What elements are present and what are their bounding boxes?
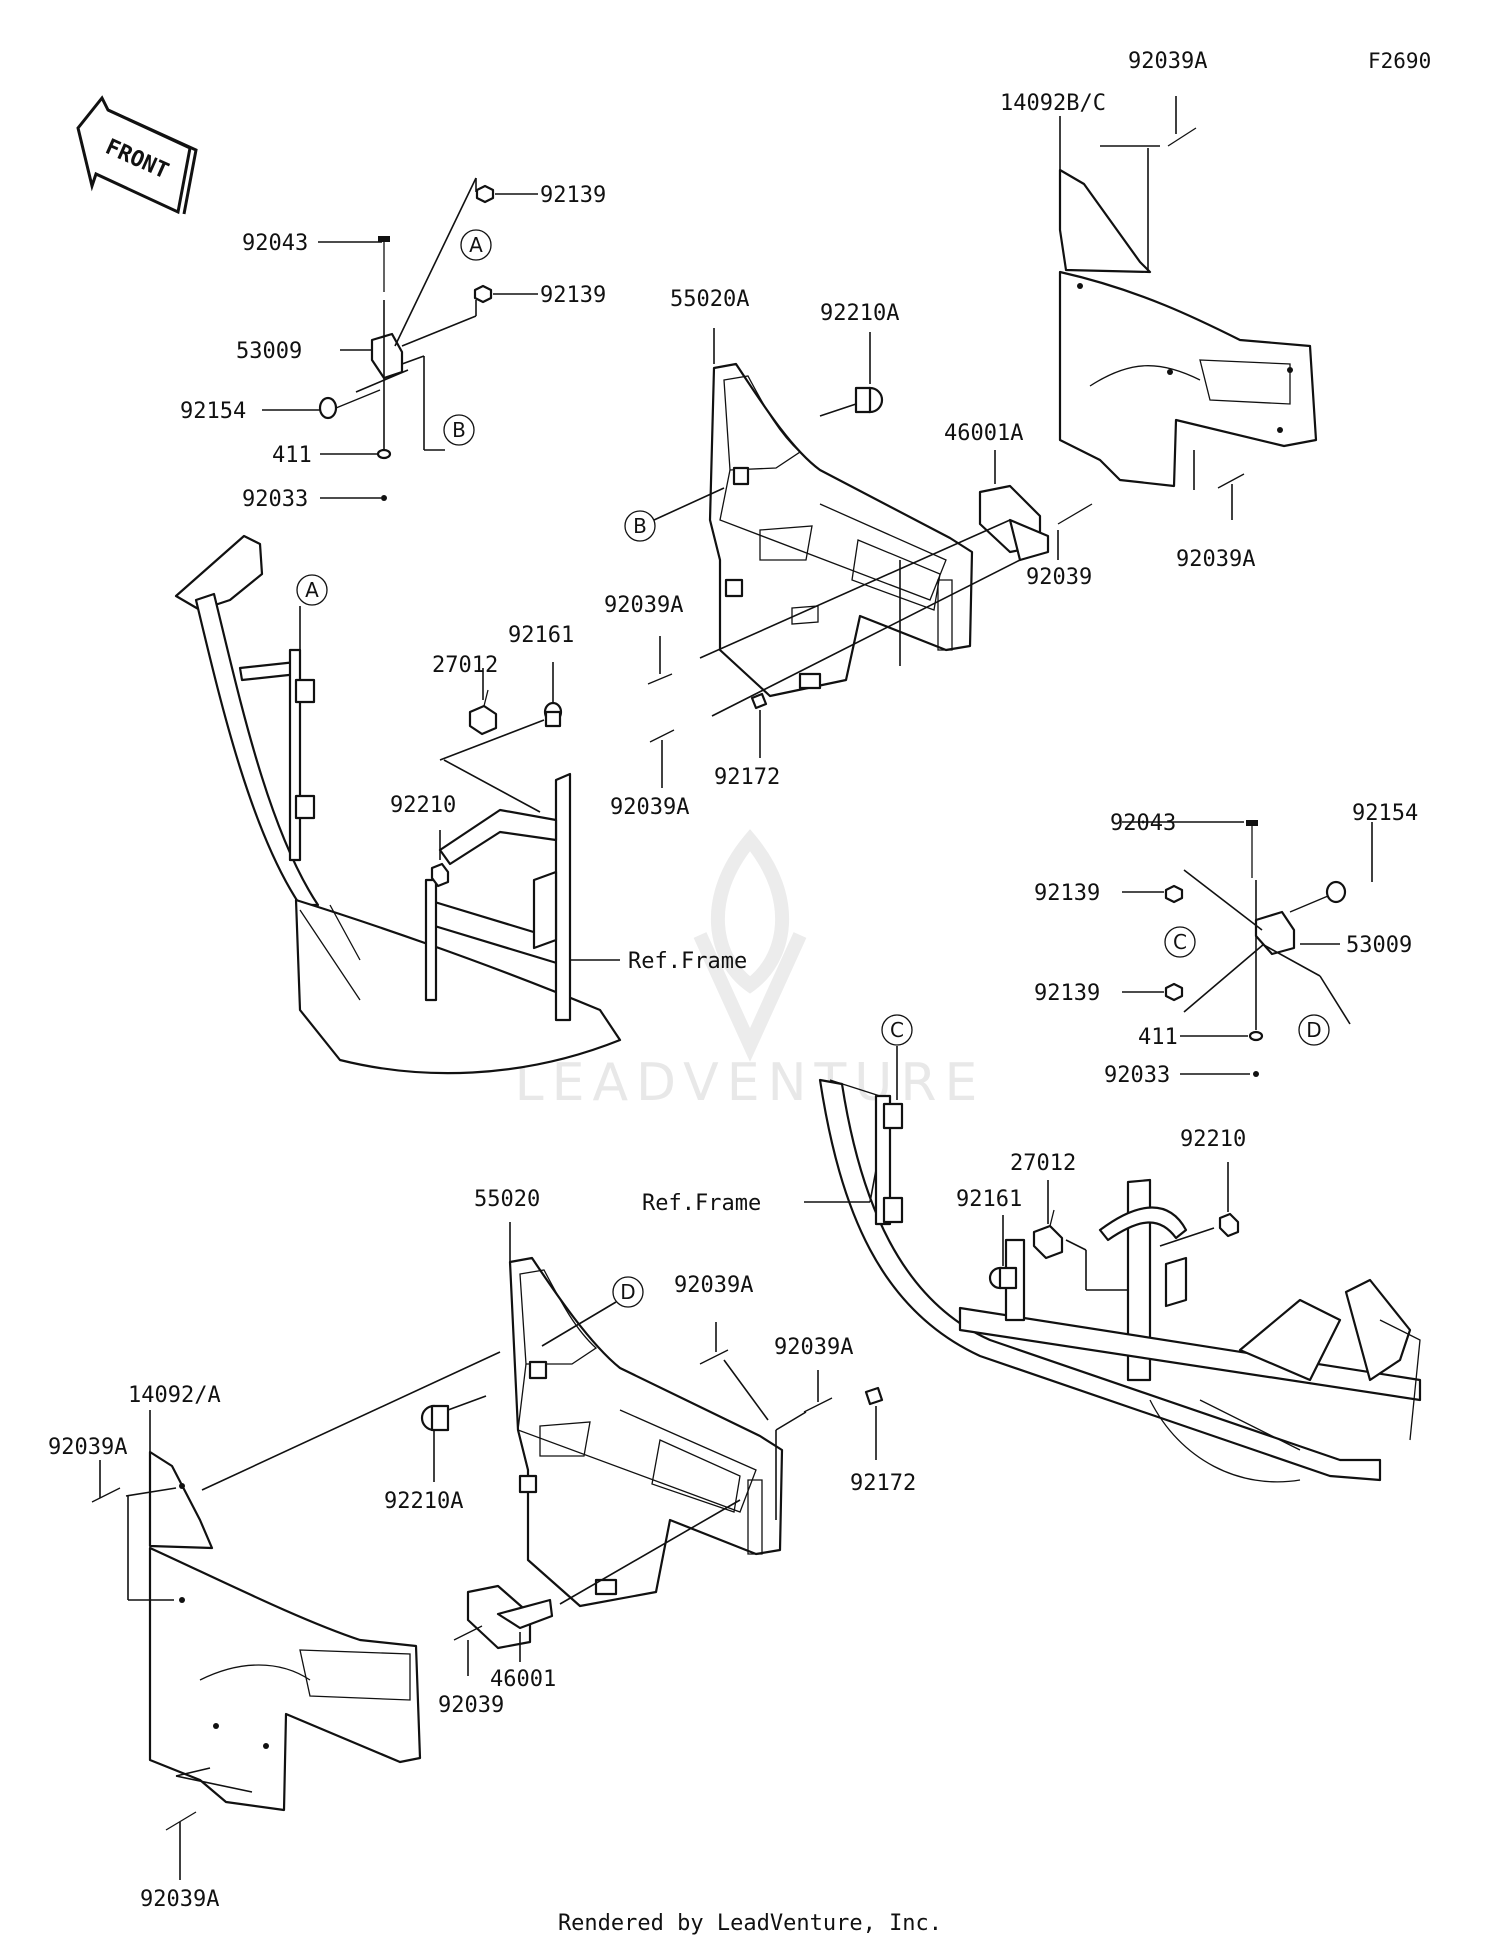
- svg-text:A: A: [469, 233, 483, 257]
- svg-text:C: C: [890, 1018, 904, 1042]
- figure-code: F2690: [1368, 49, 1431, 73]
- part-label: 92139: [1034, 881, 1100, 906]
- part-label: 92210: [390, 793, 456, 818]
- door-panel-bottom: D: [420, 1222, 784, 1608]
- part-label: 92043: [242, 231, 308, 256]
- part-label: 14092/A: [128, 1383, 221, 1408]
- part-label: 92039A: [674, 1273, 753, 1298]
- part-label: 92039A: [140, 1887, 219, 1912]
- callout-a-top: [460, 229, 492, 261]
- part-label: 92154: [180, 399, 246, 424]
- part-label: 14092B/C: [1000, 91, 1106, 116]
- part-label: 92043: [1110, 811, 1176, 836]
- part-labels: 92039A 14092B/C 92139 92043 92139 53009 …: [48, 49, 1418, 1912]
- part-label: 92039A: [1176, 547, 1255, 572]
- callout-a-frame: [296, 574, 328, 606]
- part-label: 92039: [438, 1693, 504, 1718]
- part-label: 27012: [432, 653, 498, 678]
- ref-frame-right: [818, 1078, 1422, 1483]
- part-label: 53009: [236, 339, 302, 364]
- footer-credit: Rendered by LeadVenture, Inc.: [558, 1911, 942, 1936]
- part-label: 92039A: [610, 795, 689, 820]
- part-label: 92033: [1104, 1063, 1170, 1088]
- callout-c-right: [1164, 926, 1196, 958]
- part-label: 92033: [242, 487, 308, 512]
- part-label: 92039A: [1128, 49, 1207, 74]
- part-label: 92161: [956, 1187, 1022, 1212]
- svg-text:D: D: [1306, 1018, 1321, 1042]
- watermark-text: LEADVENTURE: [515, 1053, 986, 1113]
- latch-parts-bottom: C: [804, 1014, 1240, 1291]
- watermark: LEADVENTURE: [515, 829, 986, 1113]
- hinge-assembly-right: C D: [1122, 820, 1373, 1077]
- callout-b-top: [443, 414, 475, 446]
- ref-frame-left: [174, 534, 622, 1075]
- part-label: 92210A: [820, 301, 899, 326]
- part-label: 92139: [540, 283, 606, 308]
- callout-c-frame: [881, 1014, 913, 1046]
- part-label: 92039A: [48, 1435, 127, 1460]
- rivets-top-center: B: [624, 487, 768, 788]
- callout-d-door: [612, 1276, 644, 1308]
- svg-text:A: A: [305, 578, 319, 602]
- svg-text:D: D: [620, 1280, 635, 1304]
- part-label: Ref.Frame: [628, 949, 747, 974]
- front-arrow-icon: FRONT: [76, 95, 198, 215]
- part-label: Ref.Frame: [642, 1191, 761, 1216]
- part-label: 92139: [540, 183, 606, 208]
- panel-top-right: [1058, 96, 1318, 520]
- part-label: 411: [1138, 1025, 1178, 1050]
- part-label: 55020: [474, 1187, 540, 1212]
- svg-text:C: C: [1173, 930, 1187, 954]
- panel-bottom-left: [91, 1351, 501, 1880]
- rivets-bottom-center: [699, 1322, 884, 1520]
- part-label: 92172: [850, 1471, 916, 1496]
- part-label: 92154: [1352, 801, 1418, 826]
- part-label: 92210: [1180, 1127, 1246, 1152]
- part-label: 92039: [1026, 565, 1092, 590]
- callout-d-right: [1298, 1014, 1330, 1046]
- part-label: 46001: [490, 1667, 556, 1692]
- latch-46001a: [699, 450, 1093, 717]
- part-label: 27012: [1010, 1151, 1076, 1176]
- latch-46001: [453, 1499, 741, 1676]
- part-label: 92139: [1034, 981, 1100, 1006]
- part-label: 92161: [508, 623, 574, 648]
- hinge-assembly-left: A B: [262, 177, 538, 501]
- part-label: 92172: [714, 765, 780, 790]
- callout-b-door: [624, 510, 656, 542]
- part-label: 92039A: [604, 593, 683, 618]
- part-label: 53009: [1346, 933, 1412, 958]
- part-label: 92039A: [774, 1335, 853, 1360]
- door-panel-top: [708, 328, 974, 698]
- part-label: 92210A: [384, 1489, 463, 1514]
- part-label: 411: [272, 443, 312, 468]
- part-label: 55020A: [670, 287, 749, 312]
- svg-text:B: B: [452, 418, 466, 442]
- part-label: 46001A: [944, 421, 1023, 446]
- svg-text:B: B: [633, 514, 647, 538]
- latch-parts-top: A: [296, 574, 620, 961]
